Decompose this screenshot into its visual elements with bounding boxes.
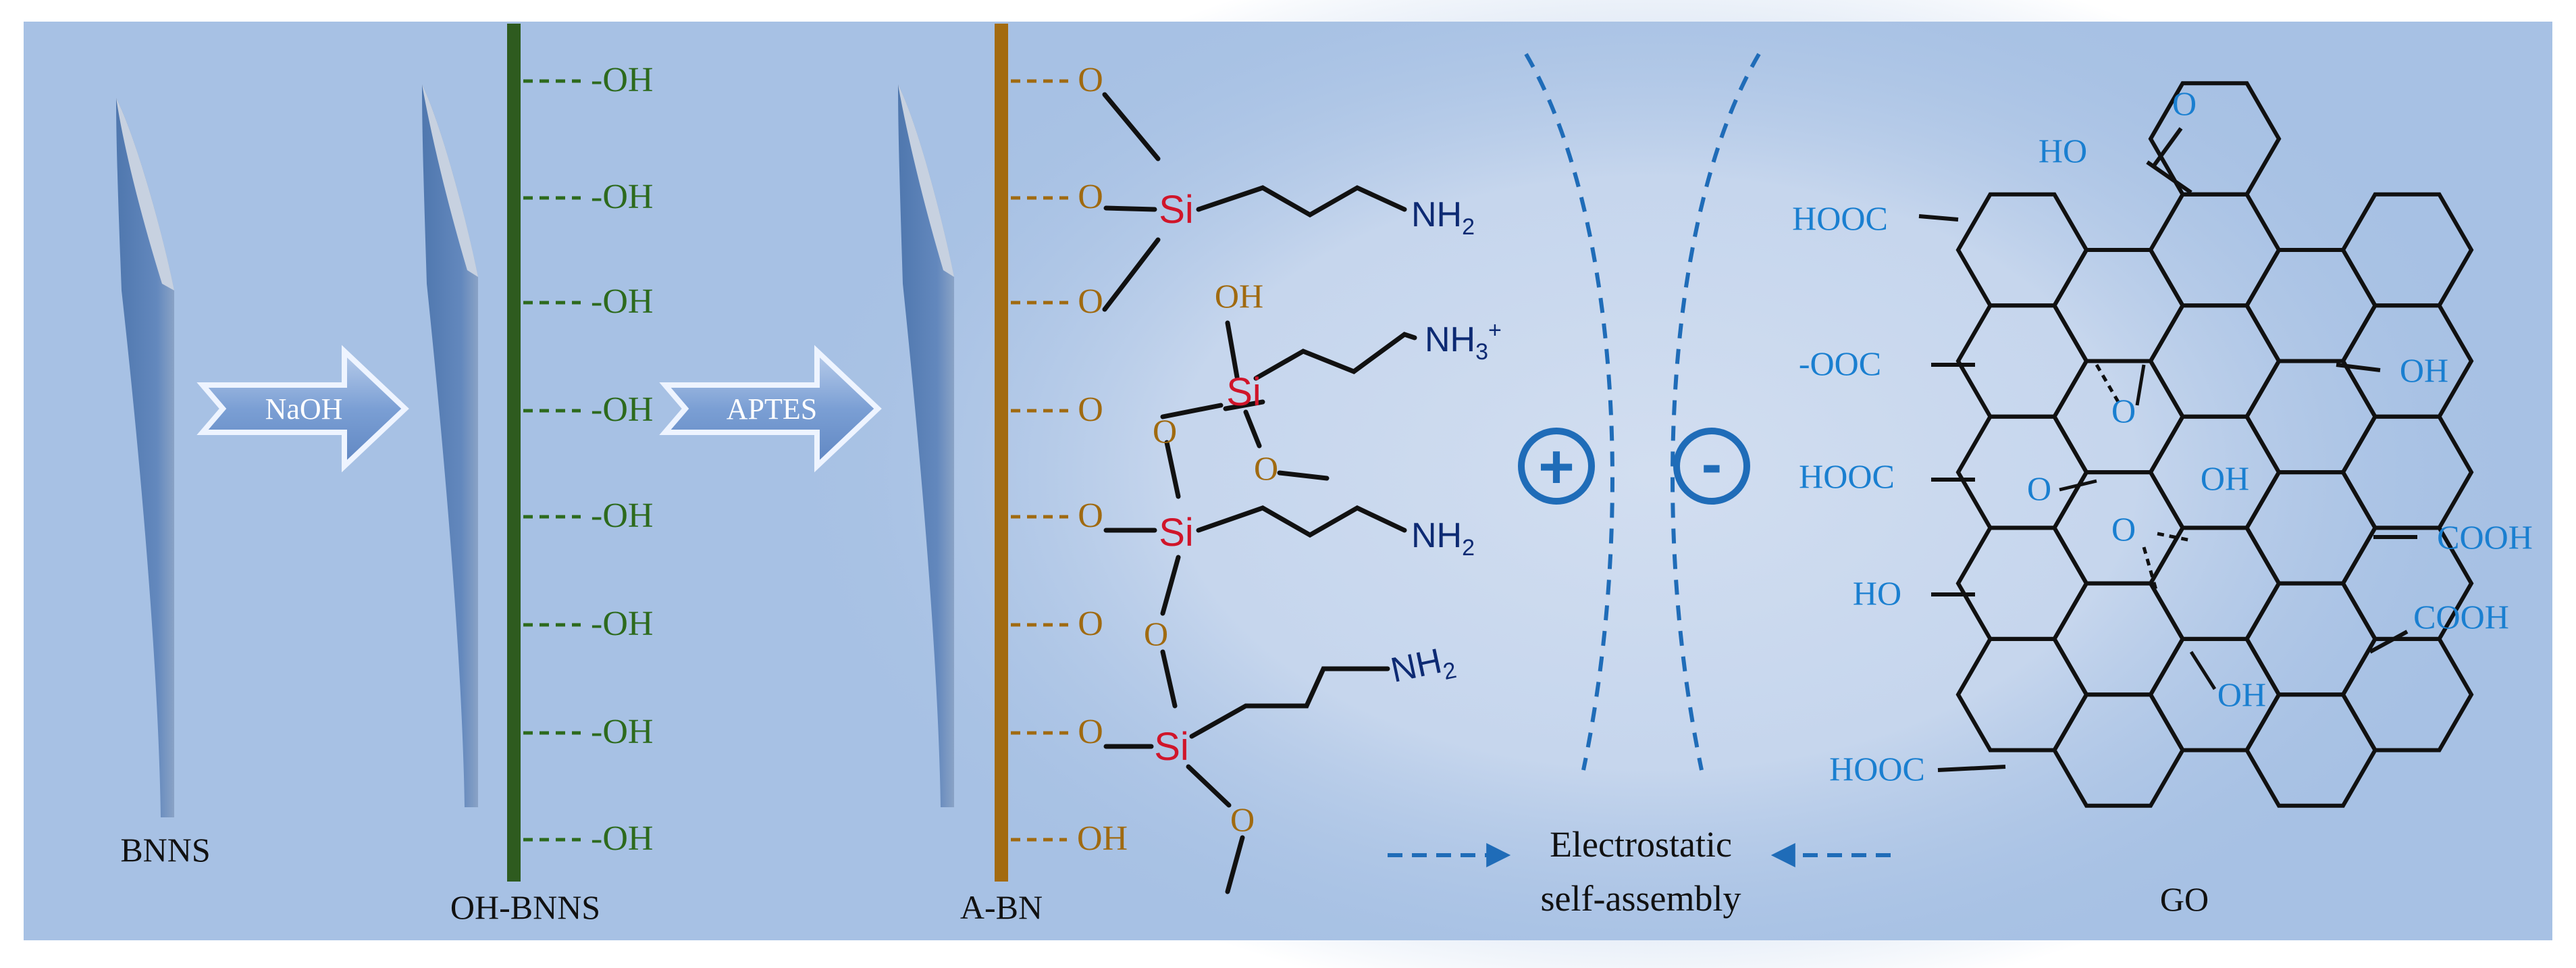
silicon-atom-1: Si <box>1159 188 1194 232</box>
label-bnns: BNNS <box>120 831 210 869</box>
aptes-atoms: Si Si Si Si O O O O OH NH2 NH3+ NH2 NH2 <box>1144 188 1502 838</box>
electrostatic-label-1: Electrostatic <box>1550 824 1732 865</box>
oxygen-atom: O <box>1254 449 1278 487</box>
a-bn-sheet <box>898 84 954 807</box>
electrostatic-label-2: self-assembly <box>1541 878 1741 919</box>
naoh-arrow: NaOH <box>196 345 409 473</box>
svg-text:COOH: COOH <box>2437 518 2533 556</box>
label-oh-bnns: OH-BNNS <box>450 888 600 926</box>
svg-text:O: O <box>2027 469 2051 507</box>
oxygen-atom: O <box>1144 615 1168 653</box>
svg-text:HOOC: HOOC <box>1792 199 1888 237</box>
svg-text:COOH: COOH <box>2413 598 2509 636</box>
silicon-atom-2: Si <box>1226 370 1261 414</box>
oxygen-link-label: O <box>1078 605 1103 643</box>
a-bn-bar <box>995 24 1008 882</box>
silicon-atom-4: Si <box>1154 725 1189 769</box>
hydroxyl-label: -OH <box>591 713 653 751</box>
svg-text:O: O <box>2111 392 2136 430</box>
aptes-arrow: APTES <box>659 345 882 473</box>
label-a-bn: A-BN <box>960 888 1043 926</box>
oxygen-link-label: O <box>1078 178 1103 216</box>
silicon-atom-3: Si <box>1159 511 1194 555</box>
aptes-dashed-links: O O O O O O O OH <box>1011 61 1128 858</box>
svg-text:OH: OH <box>2400 351 2448 389</box>
aptes-structure <box>1102 92 1417 894</box>
hydroxyl-label: -OH <box>591 282 653 321</box>
svg-text:O: O <box>2172 84 2197 122</box>
svg-text:OH: OH <box>2217 676 2266 713</box>
svg-text:HOOC: HOOC <box>1799 457 1895 495</box>
oh-bnns-sheet <box>422 84 478 807</box>
hydroxyl-label: -OH <box>591 496 653 535</box>
go-hexagon <box>2340 636 2474 753</box>
oxygen-link-label: O <box>1078 390 1103 429</box>
svg-text:O: O <box>2111 510 2136 548</box>
hydroxyl-label: -OH <box>591 819 653 858</box>
terminal-oh-label: OH <box>1077 819 1128 858</box>
hydroxyl-label: -OH <box>591 178 653 216</box>
amine-nh3-plus: NH3+ <box>1425 317 1502 365</box>
svg-text:-: - <box>1702 430 1723 499</box>
svg-text:HO: HO <box>2039 132 2087 170</box>
oxygen-link-label: O <box>1078 61 1103 99</box>
go-labels: O HO HOOC -OOC HOOC HO HOOC OH COOH COOH… <box>1792 84 2533 788</box>
center-glow <box>777 0 2532 968</box>
negative-charge: - <box>1673 428 1750 505</box>
go-hexagon-lattice <box>1955 81 2474 808</box>
label-go: GO <box>2160 880 2209 918</box>
svg-text:-OOC: -OOC <box>1799 345 1881 382</box>
positive-charge: + <box>1518 428 1595 505</box>
hydroxyl-label: -OH <box>591 61 653 99</box>
amine-nh2-1: NH2 <box>1411 195 1475 240</box>
oxygen-atom: O <box>1230 800 1255 838</box>
electrostatic-curves <box>1524 53 1761 771</box>
oxygen-link-label: O <box>1078 496 1103 535</box>
amine-nh2-2: NH2 <box>1411 516 1475 561</box>
bnns-sheet <box>116 98 174 817</box>
naoh-label: NaOH <box>265 392 343 426</box>
hydroxyl-groups: -OH -OH -OH -OH -OH -OH -OH -OH <box>523 61 653 858</box>
oxygen-link-label: O <box>1078 282 1103 321</box>
go-functional-bonds <box>1918 127 2417 772</box>
oh-bnns-bar <box>507 24 521 882</box>
go-epoxide-bridges <box>2059 363 2217 690</box>
hydroxyl-label: -OH <box>591 605 653 643</box>
oxygen-link-label: O <box>1078 713 1103 751</box>
aptes-label: APTES <box>727 392 817 426</box>
svg-text:OH: OH <box>2201 459 2249 497</box>
svg-text:HO: HO <box>1853 574 1901 612</box>
svg-text:+: + <box>1538 432 1575 501</box>
svg-text:HOOC: HOOC <box>1829 750 1925 788</box>
oxygen-atom: O <box>1153 412 1177 450</box>
hydroxyl-label: OH <box>1215 277 1263 315</box>
hydroxyl-label: -OH <box>591 390 653 429</box>
